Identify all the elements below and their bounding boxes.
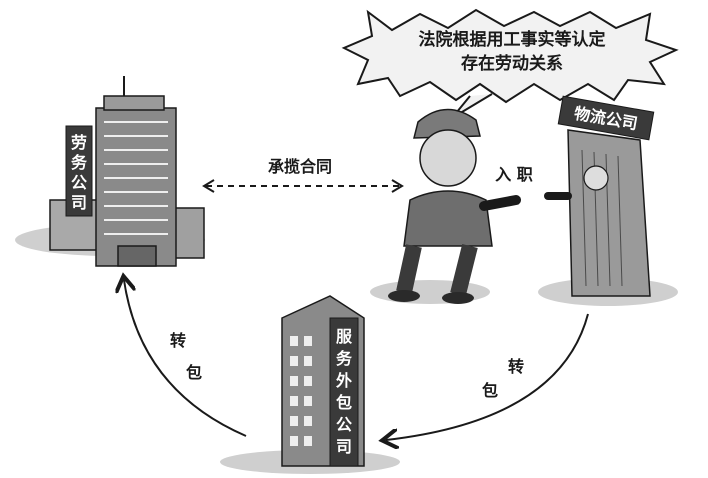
- labour-sign-char-3: 公: [71, 173, 87, 192]
- bubble-line-1: 法院根据用工事实等认定: [419, 29, 606, 50]
- logistics-company-building: 物流公司: [538, 95, 678, 306]
- bubble-line-2: 存在劳动关系: [461, 53, 563, 74]
- worker-figure: [370, 108, 521, 304]
- outsourcing-sign-char-1: 服: [336, 327, 353, 346]
- subcontract-left-char-1: 转: [170, 331, 186, 350]
- subcontract-arrow-right: [386, 313, 589, 440]
- labour-company-sign: [65, 125, 93, 217]
- speech-bubble: 法院根据用工事实等认定 存在劳动关系: [341, 8, 679, 119]
- outsourcing-sign-char-4: 包: [336, 393, 352, 412]
- subcontract-left-char-2: 包: [186, 363, 202, 382]
- outsourcing-sign-char-2: 务: [336, 349, 353, 368]
- subcontract-right-char-1: 转: [508, 357, 524, 376]
- labour-sign-char-1: 劳: [71, 133, 87, 152]
- labour-sign-char-2: 务: [71, 153, 88, 172]
- logistics-company-sign: [557, 95, 655, 141]
- subcontract-arrow-left: [124, 280, 247, 437]
- outsourcing-sign-char-3: 外: [335, 371, 352, 390]
- outsourcing-company-building: 服 务 外 包 公 司: [220, 295, 400, 474]
- contract-arrow: 承揽合同: [202, 157, 404, 193]
- outsourcing-sign-char-5: 公: [336, 415, 352, 434]
- outsourcing-sign-char-6: 司: [336, 437, 352, 456]
- onboard-label: 入 职: [495, 165, 533, 184]
- outsourcing-company-sign: [329, 317, 359, 467]
- labour-company-building: 劳 务 公 司: [15, 76, 205, 267]
- contract-label: 承揽合同: [268, 157, 332, 176]
- subcontract-right-char-2: 包: [482, 381, 498, 400]
- labour-sign-char-4: 司: [71, 193, 87, 212]
